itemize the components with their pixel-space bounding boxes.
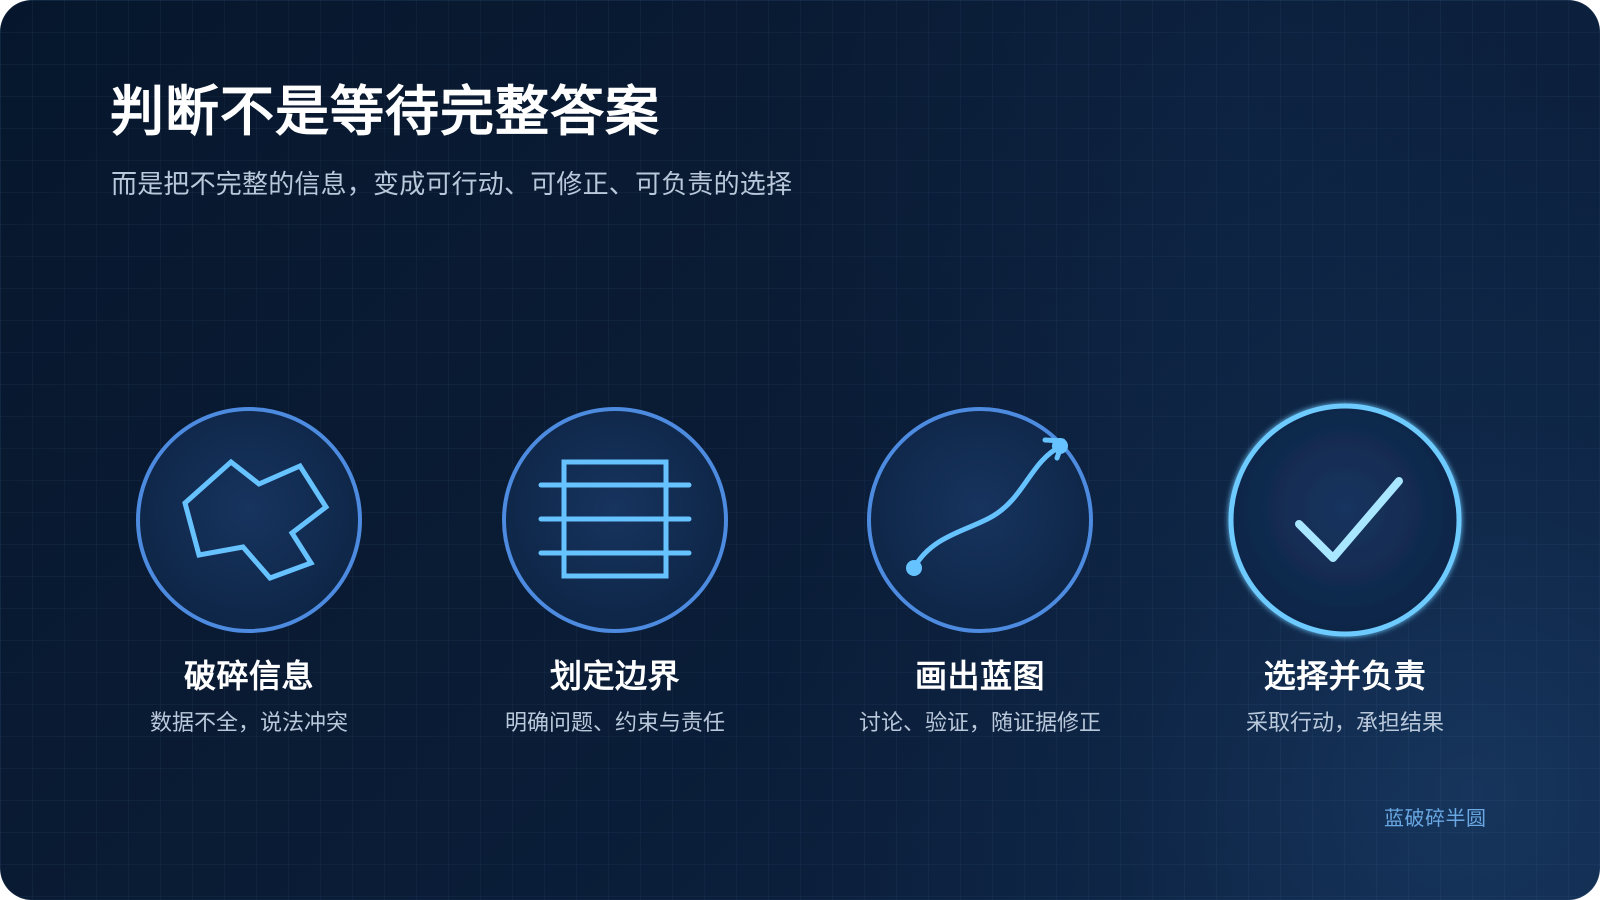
step-title-define-boundaries: 划定边界 [549, 657, 680, 695]
step-description-choose-and-own: 采取行动，承担结果 [1245, 711, 1444, 736]
step-description-define-boundaries: 明确问题、约束与责任 [504, 711, 725, 736]
step-title-broken-information: 破碎信息 [183, 657, 314, 695]
step-title-draw-blueprint: 画出蓝图 [914, 657, 1045, 695]
choose-and-own-circle [1228, 403, 1462, 637]
step-description-draw-blueprint: 讨论、验证，随证据修正 [858, 711, 1101, 736]
path-arrow-icon [906, 437, 1068, 576]
step-node-choose-and-own [1228, 403, 1462, 637]
step-title-choose-and-own: 选择并负责 [1263, 657, 1427, 695]
step-node-draw-blueprint [867, 407, 1093, 633]
step-node-define-boundaries [502, 407, 728, 633]
slide-subtitle: 而是把不完整的信息，变成可行动、可修正、可负责的选择 [111, 170, 793, 200]
slide-title: 判断不是等待完整答案 [110, 80, 660, 143]
brand-watermark: 蓝破碎半圆 [1384, 806, 1487, 830]
check-icon [1295, 477, 1403, 562]
step-node-broken-information [136, 407, 362, 633]
step-description-broken-information: 数据不全，说法冲突 [149, 711, 348, 736]
broken-information-circle [136, 407, 362, 633]
fragmented-shape-icon [182, 458, 330, 581]
grid-frame-icon [538, 459, 692, 579]
